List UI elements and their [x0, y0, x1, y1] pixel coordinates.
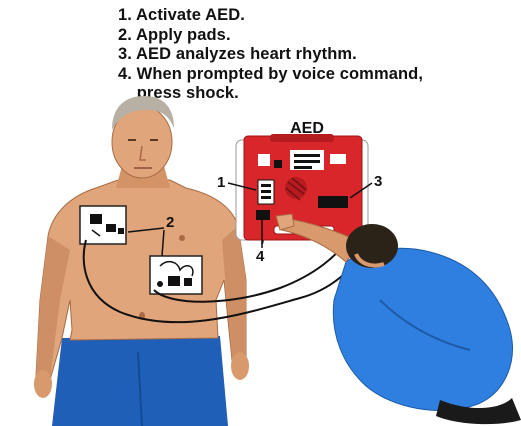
electrode-pad-upper: [80, 206, 126, 244]
rescuer-head: [346, 224, 398, 268]
rescuer-shirt: [333, 248, 512, 410]
callout-2: 2: [166, 214, 174, 231]
rescuer-figure: [276, 214, 521, 424]
aed-device-label: AED: [267, 120, 347, 138]
aed-shock-button: [256, 210, 270, 220]
callout-1: 1: [217, 174, 225, 191]
aed-analysis-display: [318, 196, 348, 208]
electrode-pad-lower: [150, 256, 202, 294]
patient-figure: [34, 96, 249, 426]
callout-4: 4: [256, 248, 264, 265]
callout-3: 3: [374, 173, 382, 190]
